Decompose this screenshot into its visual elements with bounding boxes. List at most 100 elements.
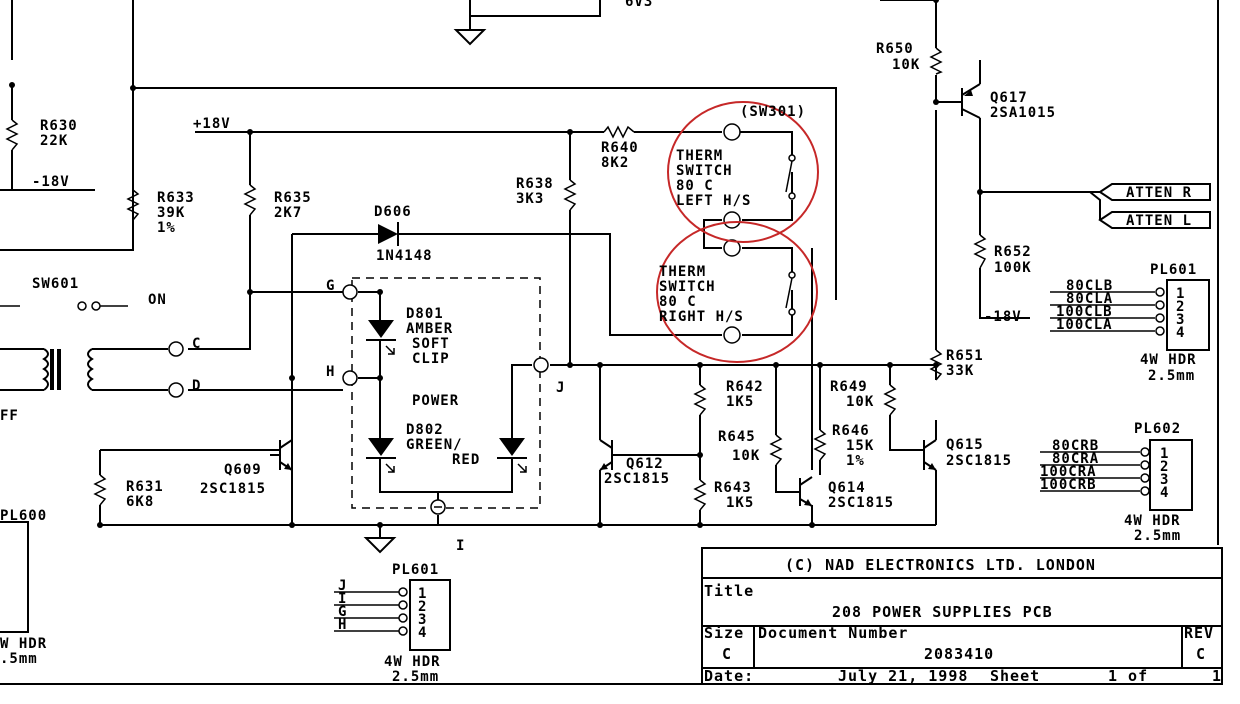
pl601-bottom-net: H [338, 617, 347, 633]
r638-symbol [563, 179, 577, 211]
ground-symbol [363, 537, 397, 554]
label-plus18: +18V [193, 116, 231, 132]
label-d801-clip: CLIP [412, 351, 450, 367]
label-r631-value: 6K8 [126, 494, 154, 510]
label-node-i: I [456, 538, 465, 554]
label-r650: R650 [876, 41, 914, 57]
label-r646: R646 [832, 423, 870, 439]
label-pl601-right-hdr1: 4W HDR [1140, 352, 1197, 368]
title-block: (C) NAD ELECTRONICS LTD. LONDON Title 20… [0, 547, 1223, 685]
title-block-docnum-label: Document Number [758, 624, 908, 642]
label-therm-right-3: 80 C [659, 294, 697, 310]
r649-symbol [883, 384, 897, 416]
title-block-title-label: Title [704, 582, 754, 600]
title-block-size-label: Size [704, 624, 744, 642]
pl601-bottom-net: G [338, 604, 347, 620]
label-r650-value: 10K [892, 57, 920, 73]
r652-symbol [973, 234, 987, 269]
pl601-right-pin: 3 [1176, 312, 1185, 328]
title-block-sheet-label: Sheet [990, 667, 1040, 685]
pl601-bottom-pin: 4 [418, 625, 427, 641]
label-neg18-left: -18V [32, 174, 70, 190]
label-q609-part: 2SC1815 [200, 481, 266, 497]
pl601-right-pin: 4 [1176, 325, 1185, 341]
label-pl601-right-hdr2: 2.5mm [1148, 368, 1195, 384]
d801-led-symbol [366, 320, 396, 355]
label-r649-value: 10K [846, 394, 874, 410]
label-therm-right-1: THERM [659, 264, 706, 280]
ground-symbol [453, 29, 487, 46]
label-therm-right-2: SWITCH [659, 279, 716, 295]
node-g-terminal [342, 284, 358, 300]
q614-transistor-symbol [799, 476, 813, 507]
highlight-circle-left [667, 101, 819, 243]
title-block-size: C [722, 645, 732, 663]
r633-symbol [126, 189, 140, 221]
label-q615-part: 2SC1815 [946, 453, 1012, 469]
pl601-bottom-net: I [338, 591, 347, 607]
pl602-net: 100CRA [1040, 464, 1097, 480]
pl601-bottom-net: J [338, 578, 347, 594]
label-d606: D606 [374, 204, 412, 220]
label-d801: D801 [406, 306, 444, 322]
pl602-pin: 3 [1160, 472, 1169, 488]
label-node-c: C [192, 336, 201, 352]
label-d802: D802 [406, 422, 444, 438]
label-r640: R640 [601, 140, 639, 156]
junction-dots [9, 0, 983, 528]
pl601-right-net: 80CLA [1066, 291, 1113, 307]
label-atten-r: ATTEN R [1126, 185, 1192, 201]
title-block-sheet: 1 of [1108, 667, 1148, 685]
label-r652: R652 [994, 244, 1032, 260]
title-block-rev-label: REV [1184, 624, 1214, 642]
label-r645-value: 10K [732, 448, 760, 464]
label-node-j: J [556, 380, 565, 396]
label-neg18-right: -18V [984, 309, 1022, 325]
label-r645: R645 [718, 429, 756, 445]
d802-red-led-symbol [497, 438, 527, 473]
label-r633-value: 39K [157, 205, 185, 221]
label-q612: Q612 [626, 456, 664, 472]
r646-symbol [813, 429, 827, 461]
node-j-terminal [533, 357, 549, 373]
label-r638-value: 3K3 [516, 191, 544, 207]
r642-symbol [693, 384, 707, 416]
pl602-pin: 4 [1160, 485, 1169, 501]
label-pl601-right: PL601 [1150, 262, 1197, 278]
label-r640-value: 8K2 [601, 155, 629, 171]
r643-symbol [693, 479, 707, 511]
label-sw601: SW601 [32, 276, 79, 292]
label-sw301: (SW301) [740, 104, 806, 120]
label-pl602: PL602 [1134, 421, 1181, 437]
label-r646-tolerance: 1% [846, 453, 865, 469]
label-pl602-hdr2: 2.5mm [1134, 528, 1181, 544]
label-therm-right-4: RIGHT H/S [659, 309, 744, 325]
label-d801-color: AMBER [406, 321, 453, 337]
r640-symbol [603, 125, 635, 139]
title-block-title: 208 POWER SUPPLIES PCB [832, 603, 1053, 621]
label-r646-value: 15K [846, 438, 874, 454]
label-node-g: G [326, 278, 335, 294]
q615-transistor-symbol [912, 439, 937, 471]
label-r651: R651 [946, 348, 984, 364]
label-pl601-bottom: PL601 [392, 562, 439, 578]
pl601-right-net: 100CLB [1056, 304, 1113, 320]
label-r642: R642 [726, 379, 764, 395]
label-d606-part: 1N4148 [376, 248, 433, 264]
label-r643: R643 [714, 480, 752, 496]
title-block-sheet-total: 1 [1212, 667, 1222, 685]
pl602-net: 80CRA [1052, 451, 1099, 467]
atten-connectors [1098, 183, 1211, 229]
r645-symbol [769, 434, 783, 466]
pl602-net: 80CRB [1052, 438, 1099, 454]
label-r649: R649 [830, 379, 868, 395]
label-d802-green: GREEN/ [406, 437, 463, 453]
label-pl601-bottom-hdr1: 4W HDR [384, 654, 441, 670]
pl601-right-pin: 2 [1176, 299, 1185, 315]
pl602-net: 100CRB [1040, 477, 1097, 493]
label-pl600: PL600 [0, 508, 47, 524]
label-q617: Q617 [990, 90, 1028, 106]
title-block-company: (C) NAD ELECTRONICS LTD. LONDON [785, 556, 1096, 574]
q612-transistor-symbol [599, 439, 613, 471]
label-r638: R638 [516, 176, 554, 192]
